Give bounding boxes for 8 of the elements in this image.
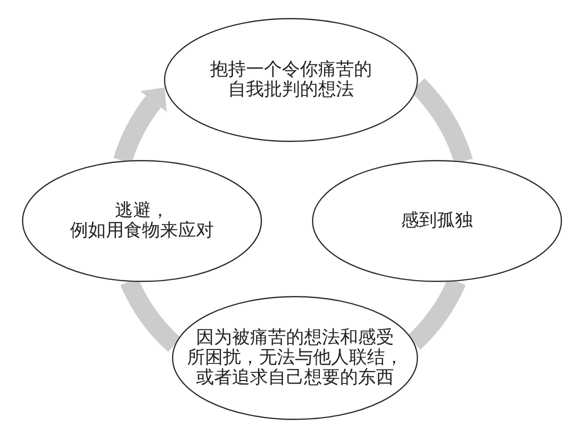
ellipse-text: 因为被痛苦的想法和感受所困扰，无法与他人联结，或者追求自己想要的东西 [187, 328, 403, 388]
cycle-ellipse [22, 160, 262, 282]
ellipse-text: 感到孤独 [401, 211, 473, 231]
cycle-ellipse [312, 160, 562, 282]
ellipse-text: 逃避，例如用食物来应对 [70, 201, 214, 241]
ellipse-text: 抱持一个令你痛苦的自我批判的想法 [210, 60, 372, 100]
cycle-ellipse [164, 18, 418, 142]
cycle-ellipse [172, 296, 418, 420]
